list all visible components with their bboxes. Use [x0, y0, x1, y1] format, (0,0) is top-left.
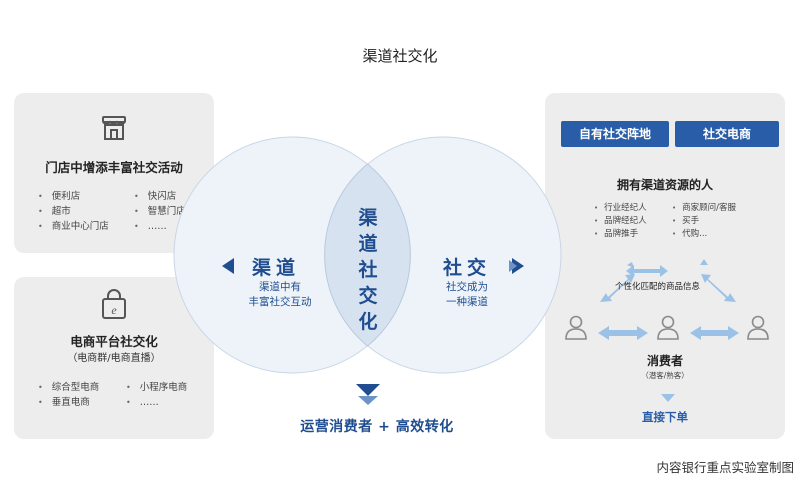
result-label: 运营消费者 + 高效转化	[300, 419, 454, 435]
ecommerce-panel-subtitle: （电商群/电商直播）	[67, 353, 161, 364]
person-icon	[747, 315, 769, 340]
store-list-col1: 便利店 超市 商业中心门店	[38, 189, 109, 234]
list-item: ……	[126, 395, 187, 410]
down-arrow-icon-2	[358, 396, 378, 405]
figure-caption: 内容银行重点实验室制图	[656, 460, 794, 475]
list-item: 买手	[672, 215, 736, 228]
direct-order-label: 直接下单	[642, 410, 688, 424]
social-desc-line: 社交成为	[446, 281, 488, 293]
right-arrow-icon-inner	[509, 260, 517, 272]
store-list-col2: 快闪店 智慧门店 ……	[134, 189, 186, 234]
social-ecommerce-tag: 社交电商	[675, 121, 779, 147]
store-panel-title: 门店中增添丰富社交活动	[45, 160, 183, 175]
channel-desc-line: 丰富社交互动	[248, 296, 312, 308]
ecommerce-list-col1: 综合型电商 垂直电商	[38, 380, 100, 410]
list-item: 超市	[38, 204, 109, 219]
social-description: 社交成为 一种渠道	[427, 280, 507, 310]
person-icon	[565, 315, 587, 340]
list-item: 综合型电商	[38, 380, 100, 395]
center-char: 道	[358, 233, 378, 255]
down-arrow-icon	[356, 384, 380, 396]
consumer-sublabel: （潜客/熟客）	[641, 371, 689, 380]
diagram-title: 渠道社交化	[362, 47, 438, 65]
ecommerce-panel-title: 电商平台社交化	[70, 334, 158, 349]
center-char: 渠	[358, 207, 378, 229]
overlap-region	[324, 163, 411, 347]
social-resources-panel	[545, 93, 785, 439]
consumer-label: 消费者	[646, 354, 683, 368]
center-char: 交	[358, 285, 378, 307]
list-item: 垂直电商	[38, 395, 99, 410]
social-label: 社交	[443, 257, 492, 279]
svg-text:e: e	[111, 303, 117, 317]
channel-label: 渠道	[252, 257, 301, 279]
channel-description: 渠道中有 丰富社交互动	[240, 280, 320, 310]
left-arrow-icon	[222, 258, 234, 274]
list-item: 小程序电商	[126, 380, 188, 395]
right-arrow-icon-outer	[512, 258, 524, 274]
ecommerce-panel: e 电商平台社交化 （电商群/电商直播） 综合型电商 垂直电商 小程序电商 ……	[14, 277, 214, 439]
resource-list-col1: 行业经纪人 品牌经纪人 品牌推手	[594, 202, 647, 241]
storefront-icon	[102, 116, 126, 140]
social-desc-line: 一种渠道	[446, 296, 488, 308]
list-item: 商家顾问/客服	[672, 202, 736, 215]
list-item: 便利店	[38, 189, 109, 204]
ecommerce-list-col2: 小程序电商 ……	[126, 380, 188, 410]
matching-info-note: 个性化匹配的商品信息	[615, 282, 701, 292]
owned-social-tag: 自有社交阵地	[561, 121, 669, 147]
center-char: 化	[358, 311, 378, 333]
center-label: 渠 道 社 交 化	[353, 205, 383, 335]
resource-list-col2: 商家顾问/客服 买手 代购...	[672, 202, 736, 241]
list-item: ……	[134, 219, 186, 234]
list-item: 品牌推手	[594, 228, 647, 241]
list-item: 品牌经纪人	[594, 215, 647, 228]
resource-people-heading: 拥有渠道资源的人	[616, 178, 713, 192]
list-item: 代购...	[672, 228, 736, 241]
list-item: 快闪店	[134, 189, 186, 204]
channel-desc-line: 渠道中有	[259, 281, 301, 293]
person-icon	[657, 315, 679, 340]
list-item: 行业经纪人	[594, 202, 647, 215]
list-item: 智慧门店	[134, 204, 186, 219]
network-arrows	[598, 259, 739, 402]
list-item: 商业中心门店	[38, 219, 109, 234]
center-char: 社	[358, 259, 378, 281]
shopping-bag-icon: e	[102, 289, 126, 319]
